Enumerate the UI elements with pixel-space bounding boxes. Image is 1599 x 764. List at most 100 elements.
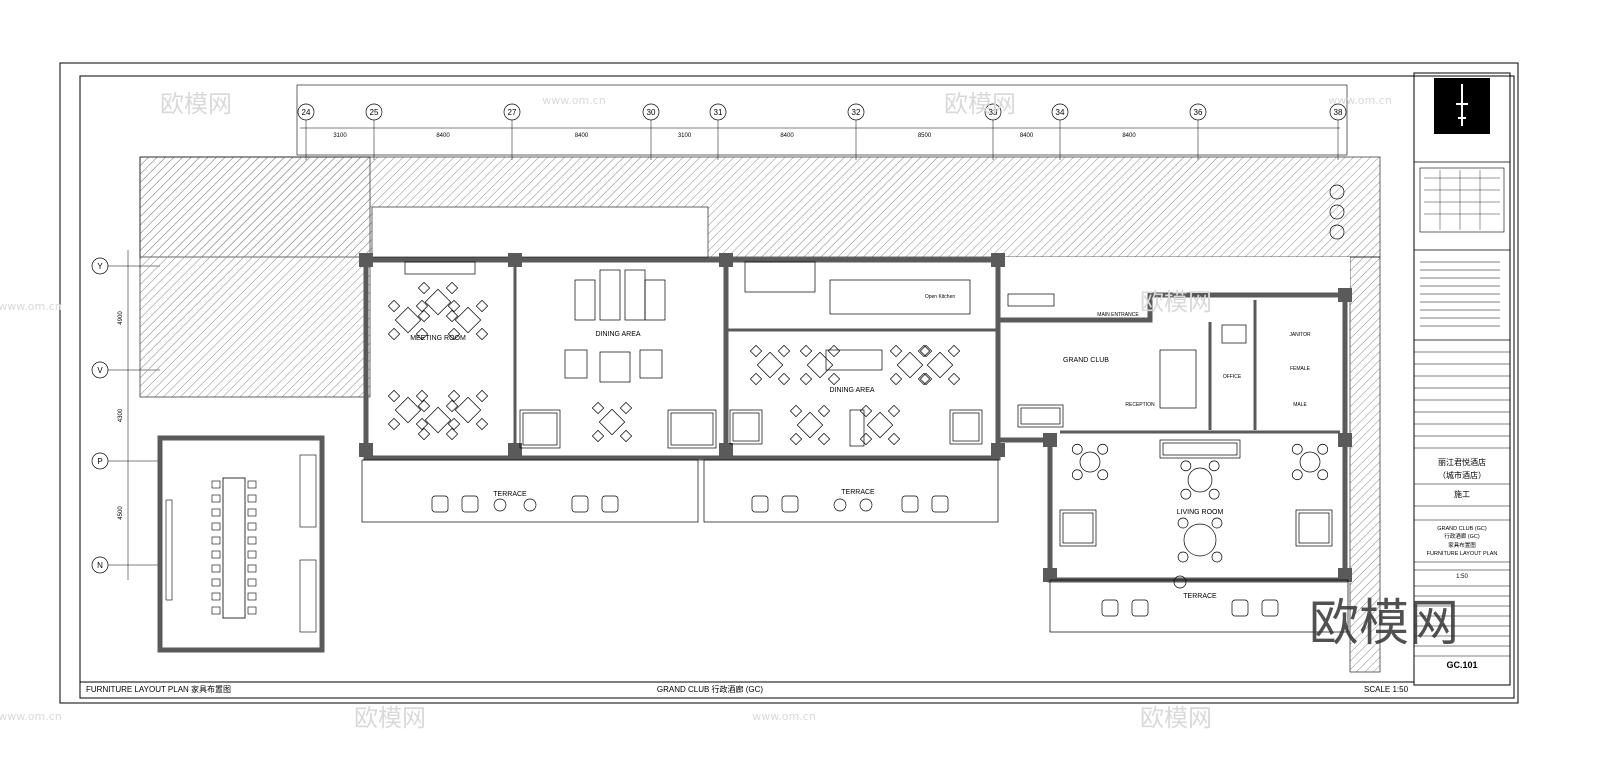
chair (887, 432, 901, 446)
bench (1007, 293, 1055, 307)
chair (247, 536, 257, 545)
chair (247, 508, 257, 517)
chair (475, 389, 489, 403)
boardroom-table (222, 477, 246, 619)
drawing-title-en-1: GRAND CLUB (GC) (1437, 526, 1487, 532)
sofa-cushion (732, 412, 760, 442)
dining-table (849, 409, 865, 447)
chair (247, 592, 257, 601)
dimension-label: 4300 (118, 408, 124, 422)
chair (387, 299, 401, 313)
side-table (833, 498, 847, 512)
boardroom-chairs (165, 454, 317, 633)
room-dining-area-1: DINING AREA (595, 331, 640, 338)
caption-area-name: GRAND CLUB 行政酒廊 (GC) (657, 684, 764, 694)
wall-panel (165, 499, 173, 601)
chair (247, 606, 257, 615)
chair (947, 344, 961, 358)
chair (211, 494, 221, 503)
chair (247, 522, 257, 531)
chair (417, 427, 431, 441)
room-dining-area-2: DINING AREA (829, 387, 874, 394)
round-table (1187, 467, 1213, 493)
chair (247, 550, 257, 559)
table (598, 408, 626, 436)
watermark-site: www.om.cn (0, 710, 62, 723)
sofa-cushion (1062, 512, 1094, 544)
lounge-chair (431, 495, 449, 513)
chair (619, 429, 633, 443)
room-janitor: JANITOR (1289, 332, 1311, 338)
chair (417, 309, 431, 323)
sofa-cushion (1020, 407, 1061, 425)
table (454, 396, 482, 424)
chair (1097, 443, 1109, 455)
structural-column (1338, 288, 1352, 302)
dining-table (564, 349, 588, 379)
chair (417, 399, 431, 413)
lounge-chair (571, 495, 589, 513)
grid-label: P (97, 457, 102, 466)
chair (1291, 469, 1303, 481)
chair (1177, 551, 1189, 563)
grid-label: 30 (647, 108, 656, 117)
chair (1291, 443, 1303, 455)
chair (591, 401, 605, 415)
hatched-right-strip (1349, 256, 1381, 673)
lounge-chair (751, 495, 769, 513)
structural-column (1043, 568, 1057, 582)
chair (777, 372, 791, 386)
interior-walls (513, 262, 1340, 456)
chair (887, 404, 901, 418)
grid-bubble (642, 103, 660, 121)
side-table (859, 498, 873, 512)
chair (247, 564, 257, 573)
lounge-chair (781, 495, 799, 513)
watermark-brand: 欧模网 (1140, 704, 1212, 732)
watermark-brand: 欧模网 (944, 90, 1016, 118)
console (404, 261, 476, 275)
chair (1180, 488, 1192, 500)
chair (211, 480, 221, 489)
open-kitchen-counter (829, 279, 971, 315)
chair (777, 344, 791, 358)
sofa (519, 409, 561, 449)
chair (211, 522, 221, 531)
room-terrace-1: TERRACE (493, 491, 527, 498)
grid-label: 36 (1194, 108, 1203, 117)
planter (1329, 184, 1345, 200)
watermark-brand: 欧模网 (160, 90, 232, 118)
grid-label: 24 (302, 108, 311, 117)
hatched-left-area (139, 156, 371, 398)
dimension-label: 4500 (118, 506, 124, 520)
grid-label: V (97, 366, 103, 375)
chair (445, 309, 459, 323)
chair (211, 606, 221, 615)
chair (591, 429, 605, 443)
chair (211, 550, 221, 559)
dimension-label: 8400 (436, 133, 450, 139)
key-plan (1419, 167, 1505, 233)
chair (475, 299, 489, 313)
round-table (1183, 523, 1217, 557)
grid-bubble (365, 103, 383, 121)
grid-label: 27 (508, 108, 517, 117)
grid-label: Y (97, 262, 103, 271)
chair (415, 417, 429, 431)
watermark-brand: 欧模网 (1140, 288, 1212, 316)
room-office: OFFICE (1223, 374, 1242, 380)
credenza (299, 454, 317, 528)
table (394, 396, 422, 424)
room-reception: RECEPTION (1125, 402, 1155, 408)
sofa-cushion (952, 412, 980, 442)
chair (475, 327, 489, 341)
dining-table (624, 269, 646, 321)
planter (1329, 204, 1345, 220)
table (424, 288, 452, 316)
grid-bubble (1189, 103, 1207, 121)
sheet-inner-border (79, 75, 1515, 699)
structural-column (719, 443, 733, 457)
chair (789, 404, 803, 418)
grid-bubble (91, 452, 109, 470)
